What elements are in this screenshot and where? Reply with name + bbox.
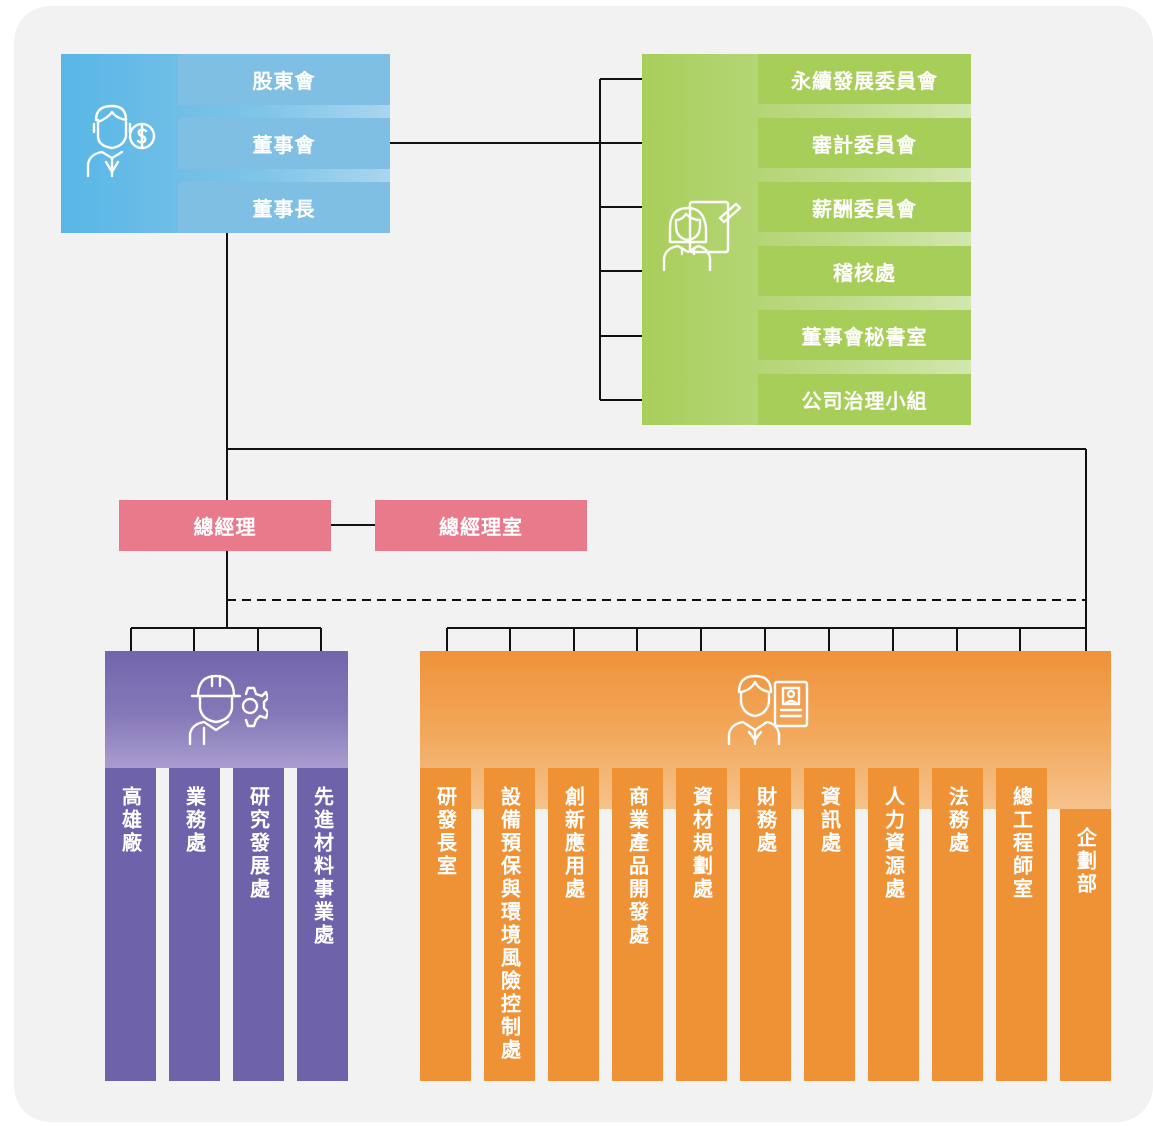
- support-unit-7-label: 資訊處: [817, 786, 842, 855]
- board-secretariat-box: 董事會秘書室: [758, 310, 971, 360]
- shareholders-meeting-box: 股東會: [178, 54, 390, 105]
- operations-unit-3: 研究發展處: [233, 768, 284, 1081]
- operations-unit-1: 高雄廠: [105, 768, 156, 1081]
- operations-unit-2: 業務處: [169, 768, 220, 1081]
- support-unit-6: 財務處: [740, 768, 791, 1081]
- support-unit-9-label: 法務處: [945, 786, 970, 855]
- support-unit-2: 設備預保與環境風險控制處: [484, 768, 535, 1081]
- compensation-committee-label: 薪酬委員會: [812, 196, 917, 221]
- general-manager-label: 總經理: [193, 515, 257, 539]
- engineer-gear-icon: [188, 674, 268, 746]
- support-unit-10-label: 總工程師室: [1009, 786, 1034, 901]
- committees-icon-panel: [642, 54, 971, 425]
- operations-unit-4-label: 先進材料事業處: [310, 786, 335, 947]
- support-unit-2-label: 設備預保與環境風險控制處: [497, 786, 522, 1062]
- general-manager-office-box: 總經理室: [375, 500, 587, 551]
- shareholders-meeting-label: 股東會: [252, 69, 316, 93]
- support-unit-4-label: 商業產品開發處: [625, 786, 650, 947]
- chairman-box: 董事長: [178, 182, 390, 233]
- governance-team-label: 公司治理小組: [801, 389, 928, 413]
- support-unit-6-label: 財務處: [753, 786, 778, 855]
- audit-committee-label: 審計委員會: [812, 132, 917, 157]
- support-unit-7: 資訊處: [804, 768, 855, 1081]
- operations-unit-1-label: 高雄廠: [118, 786, 143, 855]
- operations-unit-4: 先進材料事業處: [297, 768, 348, 1081]
- support-unit-11: 企劃部: [1060, 809, 1111, 1081]
- support-unit-1: 研發長室: [420, 768, 471, 1081]
- compensation-committee-box: 薪酬委員會: [758, 182, 971, 232]
- chairman-label: 董事長: [252, 197, 316, 221]
- sustainability-committee-box: 永續發展委員會: [758, 54, 971, 104]
- support-unit-3-label: 創新應用處: [561, 786, 586, 901]
- board-of-directors-box: 董事會: [178, 118, 390, 169]
- audit-committee-box: 審計委員會: [758, 118, 971, 168]
- operations-unit-3-label: 研究發展處: [246, 786, 271, 901]
- internal-audit-label: 稽核處: [833, 260, 896, 285]
- operations-unit-2-label: 業務處: [182, 786, 207, 855]
- board-secretariat-label: 董事會秘書室: [801, 324, 928, 349]
- general-manager-box: 總經理: [119, 500, 331, 551]
- support-unit-10: 總工程師室: [996, 768, 1047, 1081]
- investor-dollar-icon: [86, 104, 156, 178]
- support-unit-11-label: 企劃部: [1073, 827, 1098, 896]
- governance-team-box: 公司治理小組: [758, 374, 971, 425]
- operations-header: [105, 651, 348, 768]
- internal-audit-box: 稽核處: [758, 246, 971, 296]
- support-unit-9: 法務處: [932, 768, 983, 1081]
- support-unit-8-label: 人力資源處: [881, 786, 906, 901]
- general-manager-office-label: 總經理室: [439, 515, 523, 539]
- secretary-document-icon: [662, 200, 742, 272]
- staff-profile-icon: [727, 674, 809, 746]
- support-unit-4: 商業產品開發處: [612, 768, 663, 1081]
- sustainability-committee-label: 永續發展委員會: [791, 68, 938, 93]
- support-unit-5-label: 資材規劃處: [689, 786, 714, 901]
- support-unit-8: 人力資源處: [868, 768, 919, 1081]
- board-of-directors-label: 董事會: [252, 133, 316, 157]
- support-unit-5: 資材規劃處: [676, 768, 727, 1081]
- support-unit-3: 創新應用處: [548, 768, 599, 1081]
- support-unit-1-label: 研發長室: [433, 786, 458, 878]
